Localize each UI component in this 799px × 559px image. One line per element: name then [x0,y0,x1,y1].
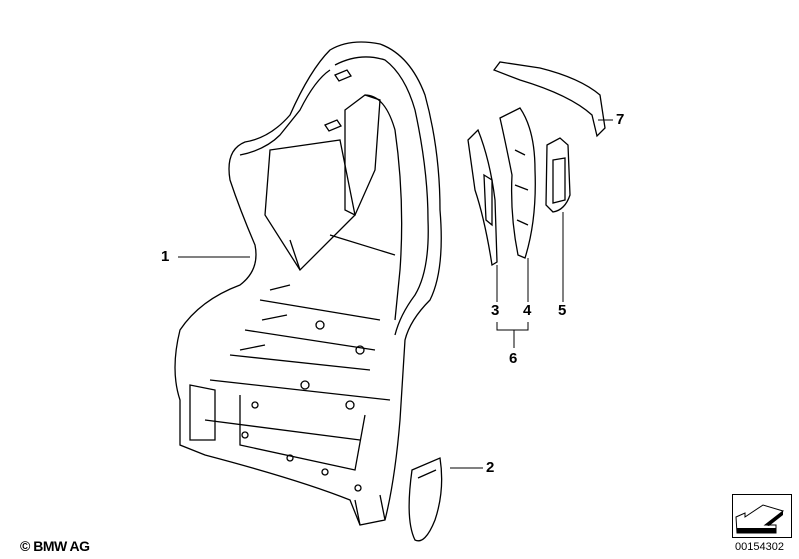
seat-backrest-frame [174,41,442,526]
upper-trim-part [492,61,606,138]
side-trim-right-part [499,107,536,259]
insert-part [545,137,571,213]
callout-6: 6 [509,350,518,367]
callout-1: 1 [161,248,170,265]
side-trim-left-part [467,128,498,267]
diagram-number: 00154302 [735,541,784,553]
callout-5: 5 [558,302,567,319]
leader-lines [178,119,613,469]
direction-arrow-icon [732,494,792,538]
callout-7: 7 [616,111,625,128]
callout-3: 3 [491,302,500,319]
callout-2: 2 [486,459,495,476]
copyright-text: © BMW AG [20,538,90,554]
callout-4: 4 [523,302,532,319]
lower-cover-part [408,457,443,542]
